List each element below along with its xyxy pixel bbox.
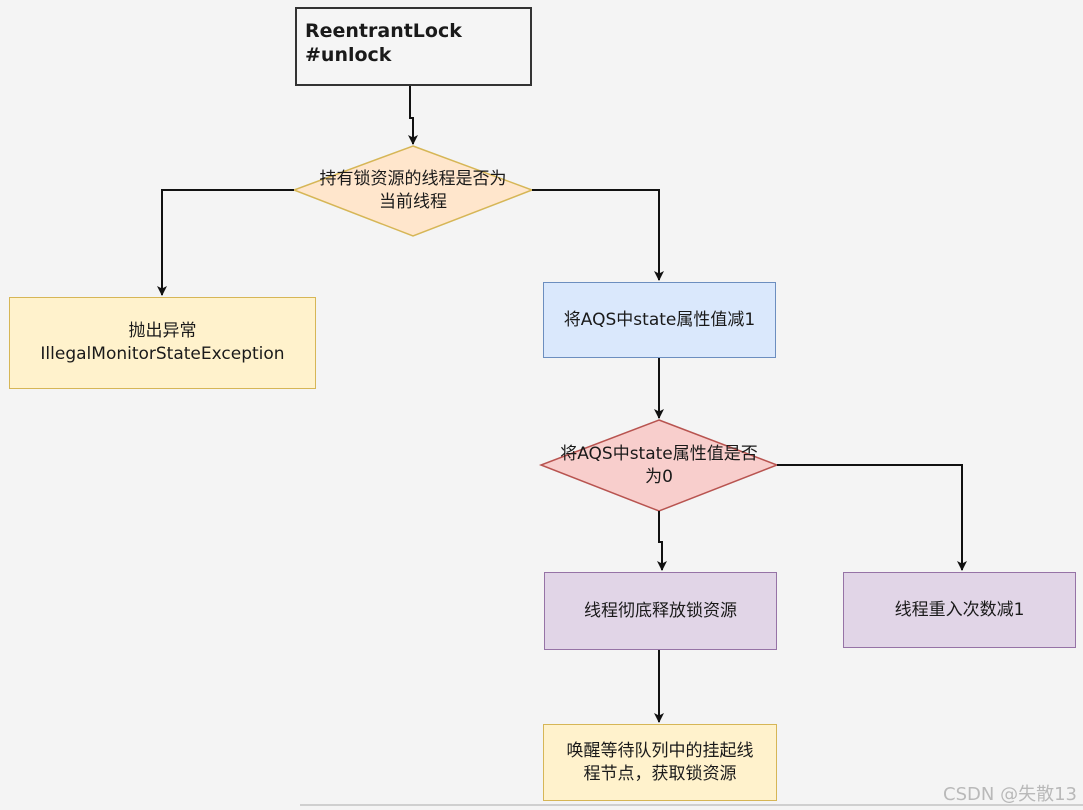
start-node-reentrantlock-unlock: ReentrantLock #unlock	[295, 7, 532, 86]
reentry-decrement-node: 线程重入次数减1	[843, 572, 1076, 648]
wake-queue-line1: 唤醒等待队列中的挂起线	[566, 740, 754, 761]
decrement-state-label: 将AQS中state属性值减1	[563, 309, 756, 330]
wake-queue-node: 唤醒等待队列中的挂起线 程节点，获取锁资源	[543, 724, 777, 801]
edge-decision-to-throw	[157, 189, 294, 296]
start-node-line1: ReentrantLock	[305, 20, 462, 42]
throw-exception-line1: 抛出异常	[128, 321, 197, 341]
release-lock-node: 线程彻底释放锁资源	[544, 572, 777, 650]
release-lock-label: 线程彻底释放锁资源	[584, 600, 737, 621]
throw-exception-line2: IllegalMonitorStateException	[40, 344, 285, 364]
edge-start-to-decision	[408, 86, 418, 145]
reentry-decrement-label: 线程重入次数减1	[894, 599, 1025, 620]
decision-owner-line2: 当前线程	[379, 192, 447, 212]
edge-decision-to-decrement	[532, 189, 664, 281]
decrement-state-node: 将AQS中state属性值减1	[543, 282, 776, 358]
wake-queue-line2: 程节点，获取锁资源	[583, 763, 737, 784]
decision-zero-line2: 为0	[645, 467, 673, 487]
decision-owner-line1: 持有锁资源的线程是否为	[319, 169, 507, 189]
edge-zero-to-reentry	[777, 464, 967, 571]
decision-owner-shape	[291, 145, 535, 237]
throw-exception-node: 抛出异常 IllegalMonitorStateException	[9, 297, 316, 389]
decision-zero-label: 将AQS中state属性值是否 为0	[535, 443, 783, 489]
start-node-line2: #unlock	[305, 44, 392, 66]
decision-zero-line1: 将AQS中state属性值是否	[560, 444, 758, 464]
decision-owner-label: 持有锁资源的线程是否为 当前线程	[294, 168, 532, 214]
watermark: CSDN @失散13	[943, 784, 1077, 805]
edge-zero-to-release	[657, 511, 667, 571]
